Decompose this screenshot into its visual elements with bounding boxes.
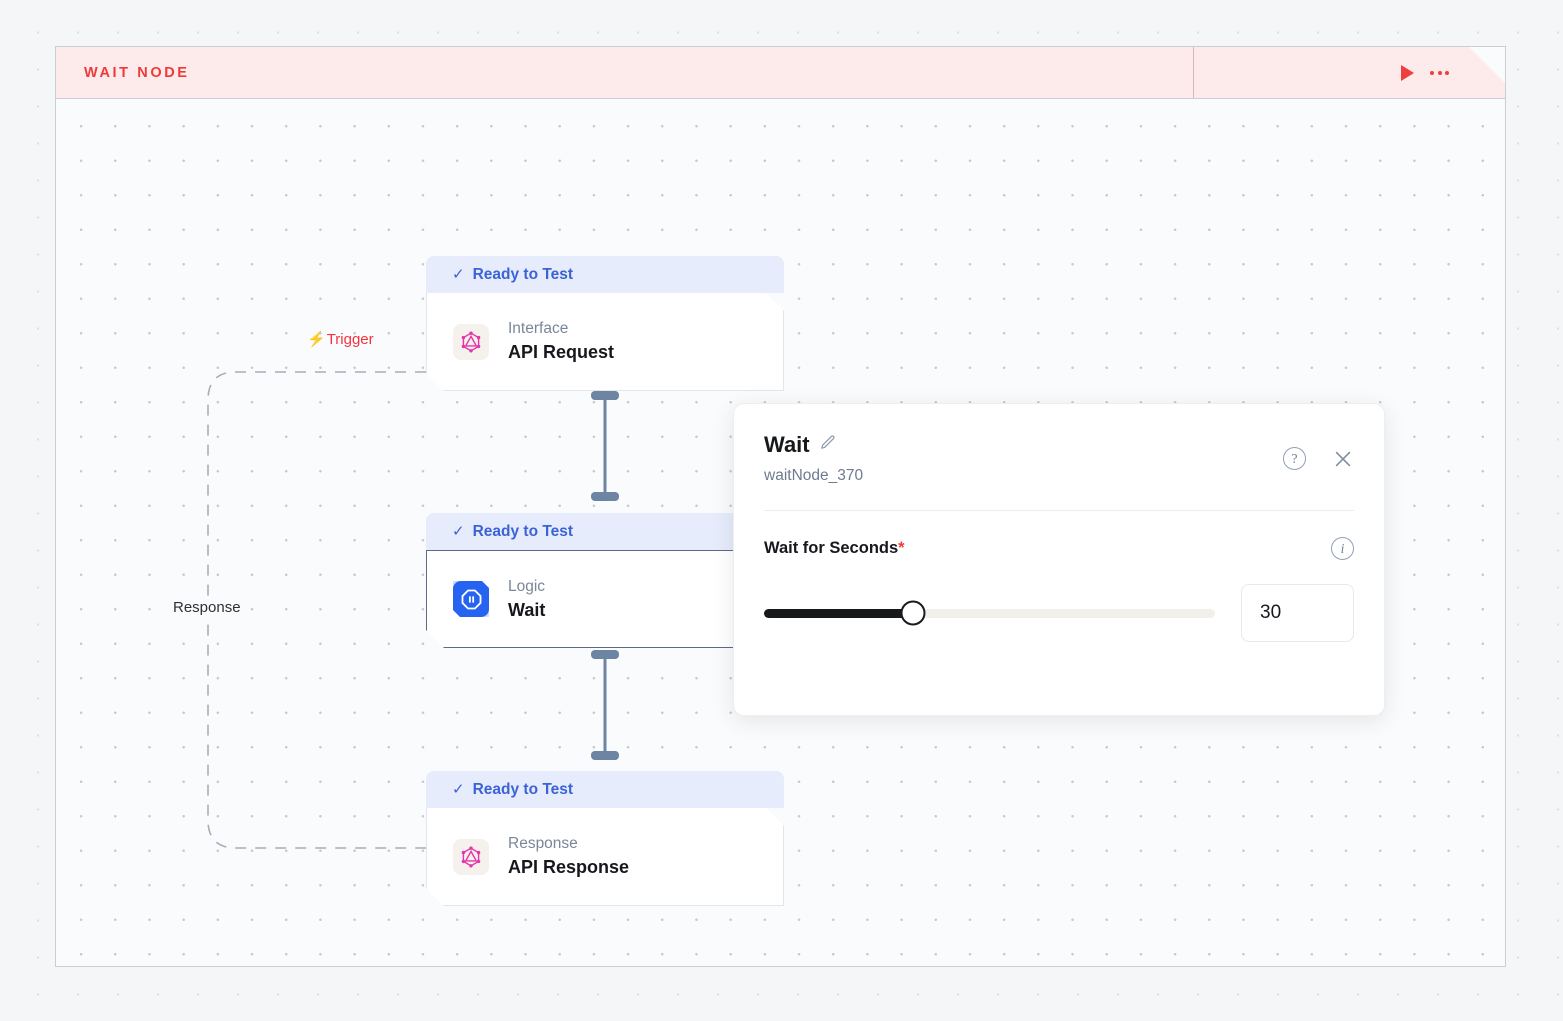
- trigger-label-text: Trigger: [326, 331, 374, 348]
- node-kind-label: Interface: [508, 320, 569, 337]
- check-icon: ✓: [452, 266, 465, 283]
- page-title: WAIT NODE: [84, 64, 190, 81]
- node-header-bar: WAIT NODE: [56, 47, 1505, 99]
- node-status-badge: ✓ Ready to Test: [426, 771, 784, 808]
- node-meta: Interface API Request: [508, 320, 614, 363]
- node-meta: Logic Wait: [508, 578, 545, 621]
- panel-header: Wait waitNode_370 ?: [734, 404, 1384, 485]
- node-card-body[interactable]: Response API Response: [426, 808, 784, 906]
- node-wait[interactable]: ✓ Ready to Test Logic Wait: [426, 513, 784, 648]
- node-card-body[interactable]: Logic Wait: [426, 550, 784, 648]
- node-card-body[interactable]: Interface API Request: [426, 293, 784, 391]
- node-title-label: API Request: [508, 342, 615, 362]
- wait-seconds-control: 30: [764, 584, 1354, 642]
- node-kind-label: Response: [508, 835, 578, 852]
- node-status-badge: ✓ Ready to Test: [426, 513, 784, 550]
- header-divider: [1193, 47, 1194, 98]
- info-circle-icon[interactable]: i: [1331, 537, 1354, 560]
- panel-divider: [764, 510, 1354, 511]
- pause-octagon-icon: [453, 581, 489, 617]
- node-title-label: API Response: [508, 857, 630, 877]
- check-icon: ✓: [452, 523, 465, 540]
- response-label: Response: [169, 596, 245, 619]
- node-kind-label: Logic: [508, 577, 546, 595]
- trigger-label: ⚡ Trigger: [307, 331, 374, 348]
- close-icon[interactable]: [1332, 448, 1354, 470]
- pencil-icon[interactable]: [819, 434, 836, 456]
- node-meta: Response API Response: [508, 835, 629, 878]
- panel-title: Wait: [764, 432, 810, 457]
- node-status-text: Ready to Test: [472, 522, 574, 540]
- slider-fill: [764, 608, 913, 618]
- node-api-request[interactable]: ✓ Ready to Test: [426, 256, 784, 391]
- panel-subtitle: waitNode_370: [764, 467, 864, 484]
- lightning-bolt-icon: ⚡: [307, 331, 326, 348]
- graphql-icon: [453, 324, 489, 360]
- required-marker: *: [898, 539, 905, 557]
- wait-seconds-input[interactable]: 30: [1241, 584, 1354, 642]
- wait-config-panel: Wait waitNode_370 ? Wait for Seconds* i: [733, 403, 1385, 716]
- node-status-text: Ready to Test: [472, 780, 574, 798]
- panel-title-row: Wait: [764, 432, 1354, 458]
- field-label: Wait for Seconds*: [764, 539, 905, 558]
- field-label-row: Wait for Seconds* i: [764, 537, 1354, 560]
- panel-header-actions: ?: [1283, 447, 1354, 470]
- connector-wait-to-response: [426, 650, 784, 760]
- node-status-text: Ready to Test: [472, 265, 574, 283]
- question-circle-icon[interactable]: ?: [1283, 447, 1306, 470]
- node-title-label: Wait: [508, 599, 546, 620]
- ellipsis-icon[interactable]: [1430, 71, 1449, 75]
- node-status-badge: ✓ Ready to Test: [426, 256, 784, 293]
- wait-seconds-slider[interactable]: [764, 600, 1215, 626]
- connector-request-to-wait: [426, 391, 784, 501]
- field-label-text: Wait for Seconds: [764, 539, 899, 557]
- header-actions: [1401, 47, 1449, 98]
- slider-thumb[interactable]: [900, 600, 926, 626]
- graphql-icon: [453, 839, 489, 875]
- check-icon: ✓: [452, 781, 465, 798]
- play-icon[interactable]: [1401, 65, 1414, 81]
- node-api-response[interactable]: ✓ Ready to Test: [426, 771, 784, 906]
